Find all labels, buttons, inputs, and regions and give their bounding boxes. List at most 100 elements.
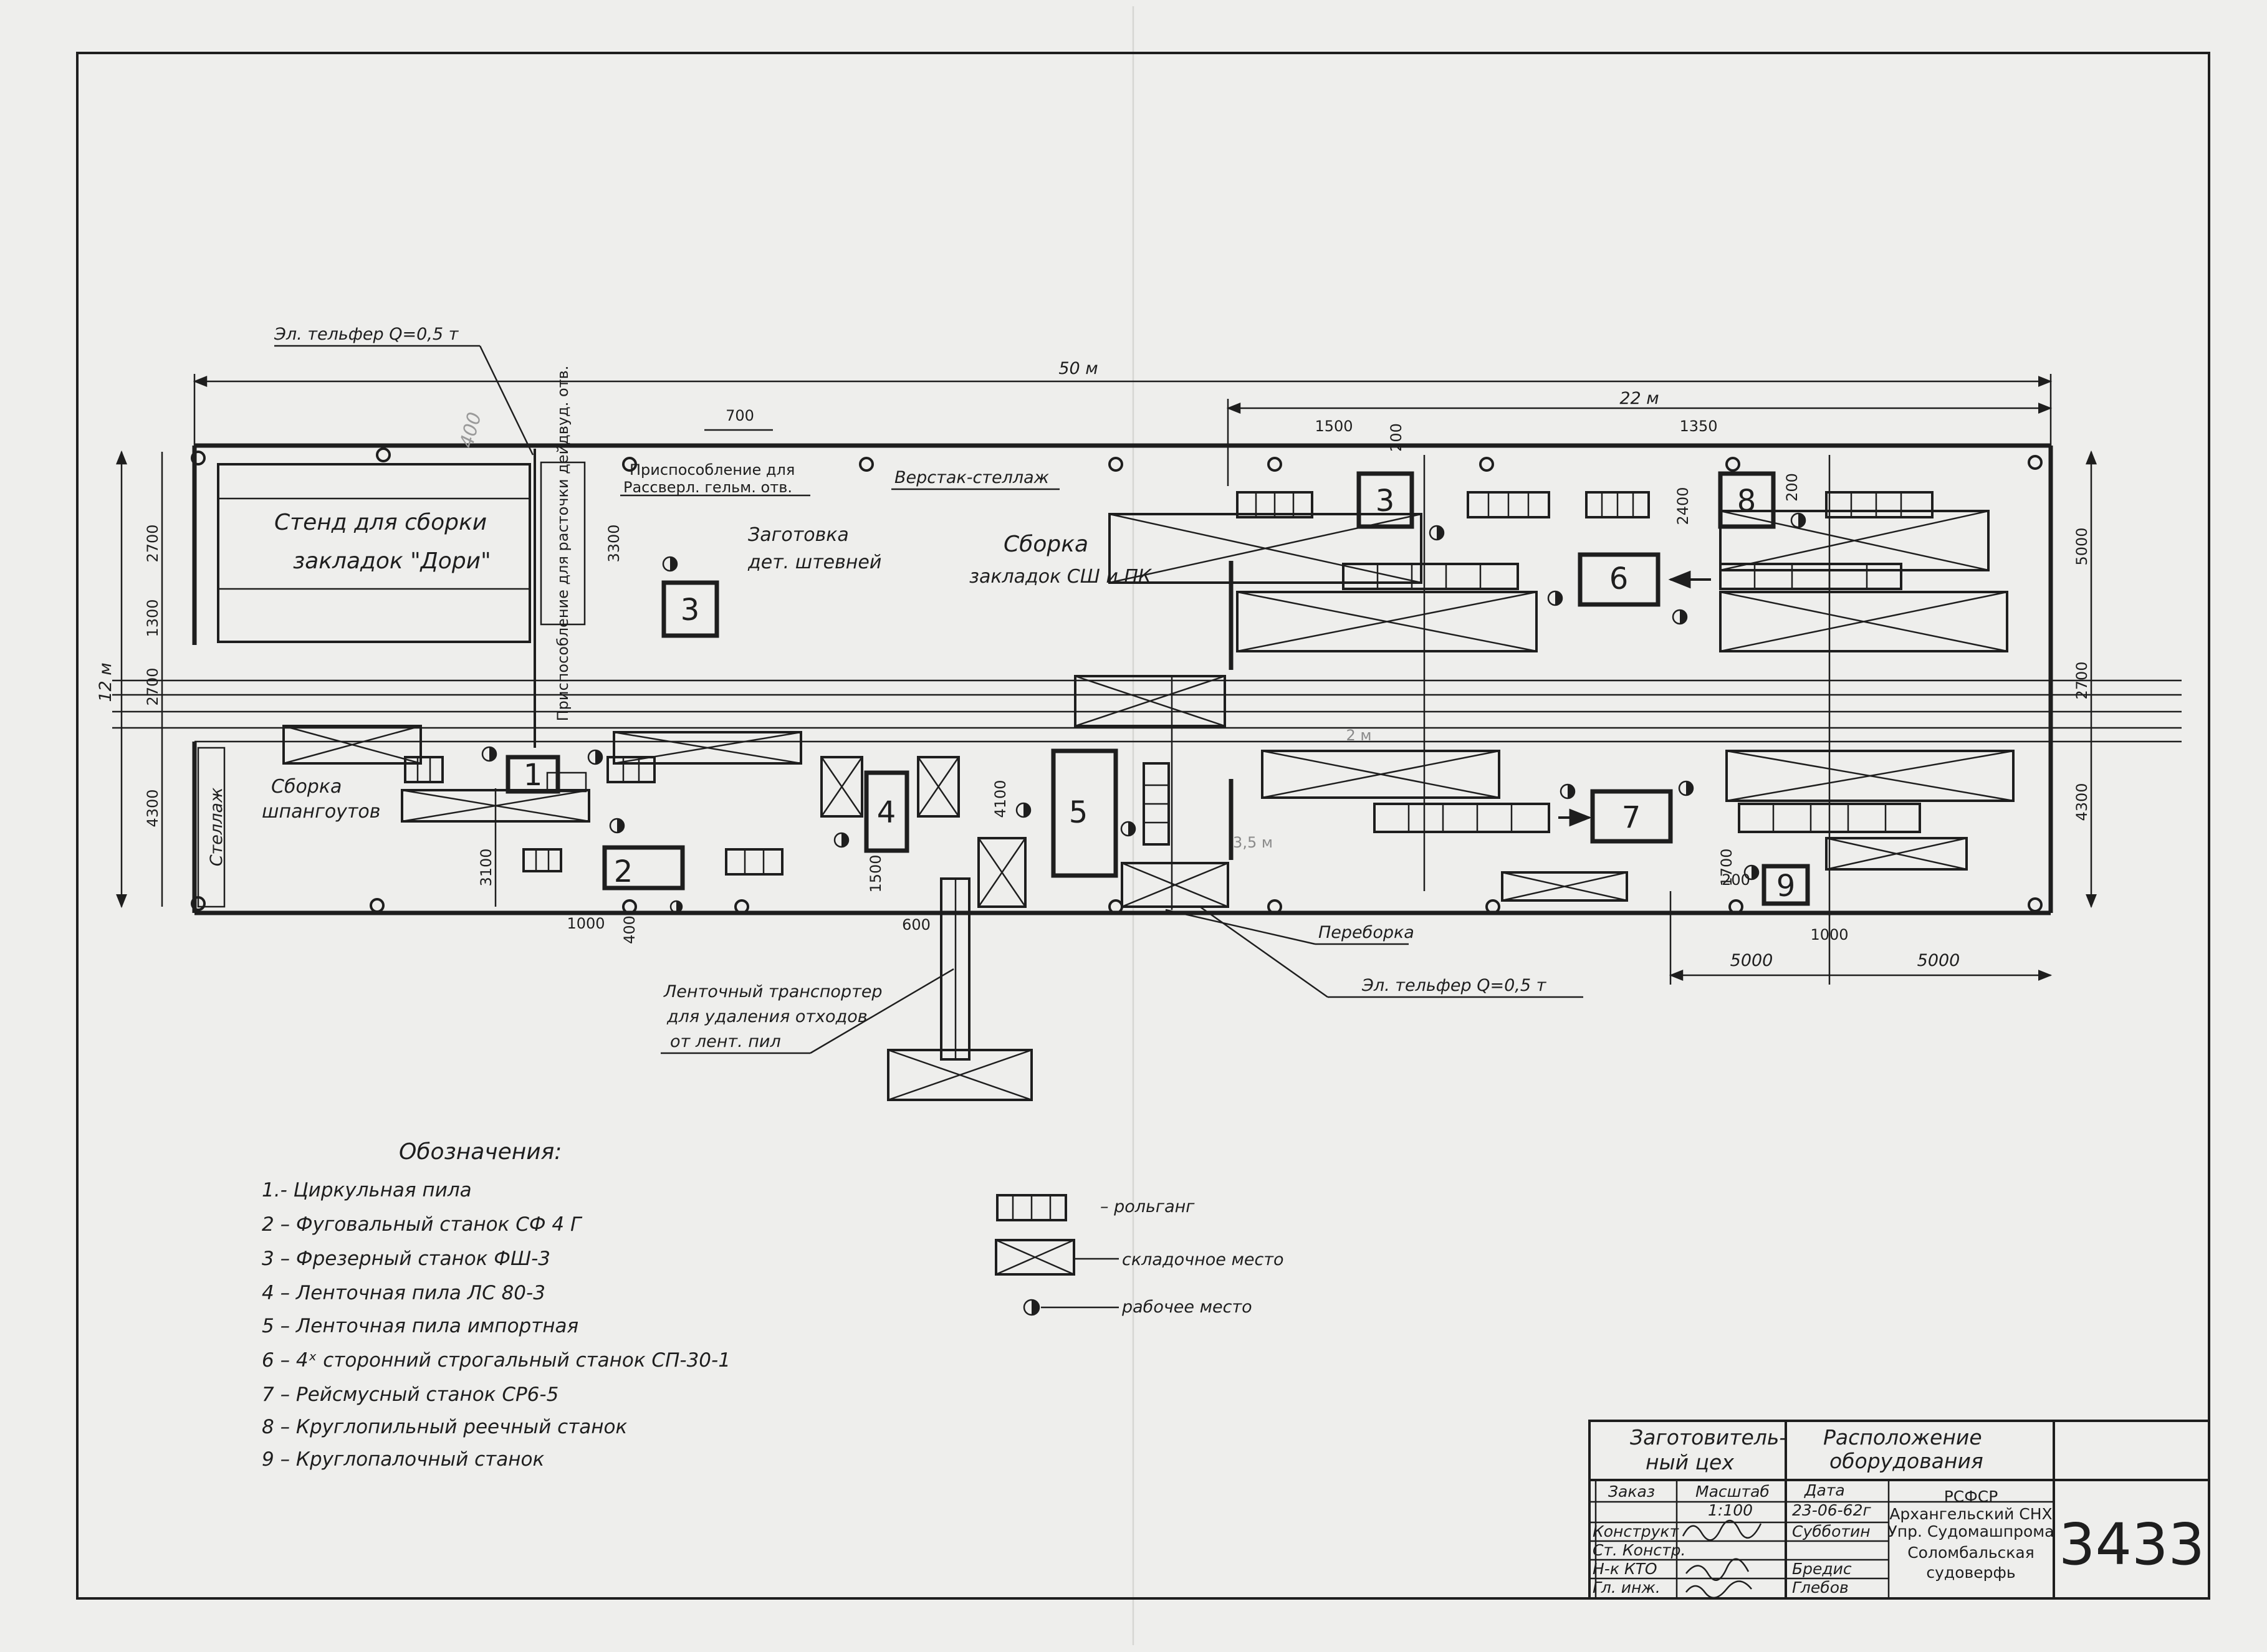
svg-text:закладок СШ и ПК: закладок СШ и ПК xyxy=(969,566,1153,588)
svg-text:3: 3 xyxy=(1376,484,1395,518)
svg-text:Заготовка: Заготовка xyxy=(748,524,849,546)
svg-text:4: 4 xyxy=(877,795,896,830)
svg-text:2: 2 xyxy=(614,854,633,889)
svg-text:1:100: 1:100 xyxy=(1708,1501,1753,1519)
svg-text:2 м: 2 м xyxy=(1346,727,1371,744)
symbol-key: – рольганг складочное место рабочее мест… xyxy=(995,1194,1284,1317)
svg-text:1500: 1500 xyxy=(867,854,884,892)
svg-text:9 – Круглопалочный станок: 9 – Круглопалочный станок xyxy=(262,1448,544,1471)
svg-text:6 – 4ˣ сторонний строгальный с: 6 – 4ˣ сторонний строгальный станок СП-3… xyxy=(262,1349,731,1372)
svg-text:закладок "Дори": закладок "Дори" xyxy=(293,548,491,574)
svg-text:Приспособление для расточки де: Приспособление для расточки дейдвуд. отв… xyxy=(554,366,572,722)
svg-text:Соломбальская: Соломбальская xyxy=(1907,1544,2035,1562)
svg-text:Рассверл. гельм. отв.: Рассверл. гельм. отв. xyxy=(623,479,792,496)
svg-text:1: 1 xyxy=(524,758,543,793)
svg-text:2700: 2700 xyxy=(144,524,161,562)
svg-text:ный цех: ный цех xyxy=(1646,1450,1734,1474)
svg-text:Бредис: Бредис xyxy=(1792,1560,1852,1578)
title-block: Заготовитель- ный цех Расположение обору… xyxy=(1588,1420,2210,1600)
svg-text:4300: 4300 xyxy=(2073,783,2091,821)
svg-text:9: 9 xyxy=(1776,869,1796,904)
svg-text:50 м: 50 м xyxy=(1058,359,1098,378)
machines: 3 3 8 6 1 2 4 5 7 9 xyxy=(506,471,1810,906)
machine-5 xyxy=(1051,748,1118,878)
svg-text:1700: 1700 xyxy=(1718,848,1735,886)
svg-text:200: 200 xyxy=(1783,473,1801,502)
svg-text:Заказ: Заказ xyxy=(1608,1483,1655,1501)
svg-text:Переборка: Переборка xyxy=(1318,923,1414,942)
svg-text:600: 600 xyxy=(902,916,931,933)
svg-text:– рольганг: – рольганг xyxy=(1100,1197,1195,1216)
svg-text:складочное место: складочное место xyxy=(1122,1250,1284,1269)
signature-1 xyxy=(1682,1519,1762,1541)
svg-text:200: 200 xyxy=(1722,871,1750,889)
svg-text:4 – Ленточная пила ЛС 80-3: 4 – Ленточная пила ЛС 80-3 xyxy=(262,1282,545,1304)
svg-text:оборудования: оборудования xyxy=(1829,1449,1983,1473)
svg-text:Глебов: Глебов xyxy=(1792,1578,1849,1597)
svg-text:1500: 1500 xyxy=(1315,418,1353,435)
svg-text:4300: 4300 xyxy=(144,789,161,827)
svg-text:Расположение: Расположение xyxy=(1823,1425,1982,1449)
svg-text:2700: 2700 xyxy=(2073,661,2091,699)
svg-text:700: 700 xyxy=(726,407,754,424)
svg-text:рабочее место: рабочее место xyxy=(1121,1297,1252,1317)
svg-text:7: 7 xyxy=(1622,800,1641,835)
svg-text:Архангельский СНХ: Архангельский СНХ xyxy=(1889,1505,2052,1523)
svg-text:22 м: 22 м xyxy=(1619,389,1659,408)
columns xyxy=(191,447,2043,914)
svg-text:2700: 2700 xyxy=(144,667,161,705)
svg-text:Гл. инж.: Гл. инж. xyxy=(1593,1578,1661,1597)
svg-text:5000: 5000 xyxy=(2073,527,2091,565)
svg-text:6: 6 xyxy=(1609,561,1629,596)
svg-text:2 – Фуговальный станок СФ 4 Г: 2 – Фуговальный станок СФ 4 Г xyxy=(262,1213,583,1236)
svg-text:судоверфь: судоверфь xyxy=(1926,1564,2015,1582)
svg-text:3433: 3433 xyxy=(2059,1511,2205,1578)
svg-text:7 – Рейсмусный станок СР6-5: 7 – Рейсмусный станок СР6-5 xyxy=(262,1383,558,1406)
machine-8 xyxy=(1718,471,1776,529)
rollgangs xyxy=(404,491,1934,876)
svg-text:3300: 3300 xyxy=(605,524,623,562)
drawing-frame xyxy=(76,52,2210,1600)
svg-text:дет. штевней: дет. штевней xyxy=(747,551,881,573)
machine-7 xyxy=(1590,789,1673,844)
svg-text:200: 200 xyxy=(1388,423,1405,452)
machine-2 xyxy=(602,845,685,890)
svg-text:Стеллаж: Стеллаж xyxy=(207,787,226,866)
storage-places xyxy=(282,510,2015,1101)
svg-text:Сборка: Сборка xyxy=(271,776,342,798)
svg-text:Стенд для сборки: Стенд для сборки xyxy=(274,510,487,535)
svg-text:от лент. пил: от лент. пил xyxy=(670,1032,781,1051)
svg-text:для удаления отходов: для удаления отходов xyxy=(666,1007,868,1026)
svg-text:Масштаб: Масштаб xyxy=(1695,1483,1770,1501)
dimensions: 50 м 22 м 700 1500 200 1350 200 2400 12 … xyxy=(96,359,2097,985)
svg-text:5: 5 xyxy=(1069,795,1088,830)
machine-3-right xyxy=(1356,471,1414,529)
svg-text:Сборка: Сборка xyxy=(1004,532,1088,557)
svg-text:Н-к КТО: Н-к КТО xyxy=(1593,1560,1657,1578)
workplaces xyxy=(481,512,1806,914)
machine-4 xyxy=(864,770,909,853)
svg-text:Конструкт: Конструкт xyxy=(1593,1522,1679,1540)
fixture-vertical-box xyxy=(540,461,586,626)
machine-6 xyxy=(1578,552,1661,607)
machine-1 xyxy=(506,755,560,794)
svg-text:12 м: 12 м xyxy=(96,662,115,702)
svg-text:Дата: Дата xyxy=(1804,1481,1845,1499)
svg-text:1000: 1000 xyxy=(567,915,605,932)
stellazh-rack xyxy=(197,747,226,908)
svg-text:Эл. тельфер Q=0,5 т: Эл. тельфер Q=0,5 т xyxy=(1361,976,1547,995)
svg-text:1350: 1350 xyxy=(1679,418,1717,435)
machine-9 xyxy=(1761,864,1810,906)
signature-3 xyxy=(1685,1580,1752,1598)
svg-text:Ст. Констр.: Ст. Констр. xyxy=(1593,1541,1685,1559)
stand-dory xyxy=(217,463,531,643)
svg-text:5000: 5000 xyxy=(1917,951,1960,970)
svg-text:4100: 4100 xyxy=(992,780,1009,818)
svg-text:Субботин: Субботин xyxy=(1792,1522,1871,1540)
svg-text:1300: 1300 xyxy=(144,599,161,637)
svg-text:5 – Ленточная пила импортная: 5 – Ленточная пила импортная xyxy=(262,1315,578,1337)
svg-text:23-06-62г: 23-06-62г xyxy=(1792,1501,1871,1519)
pereborka-line xyxy=(1165,909,1316,945)
svg-text:5000: 5000 xyxy=(1730,951,1773,970)
